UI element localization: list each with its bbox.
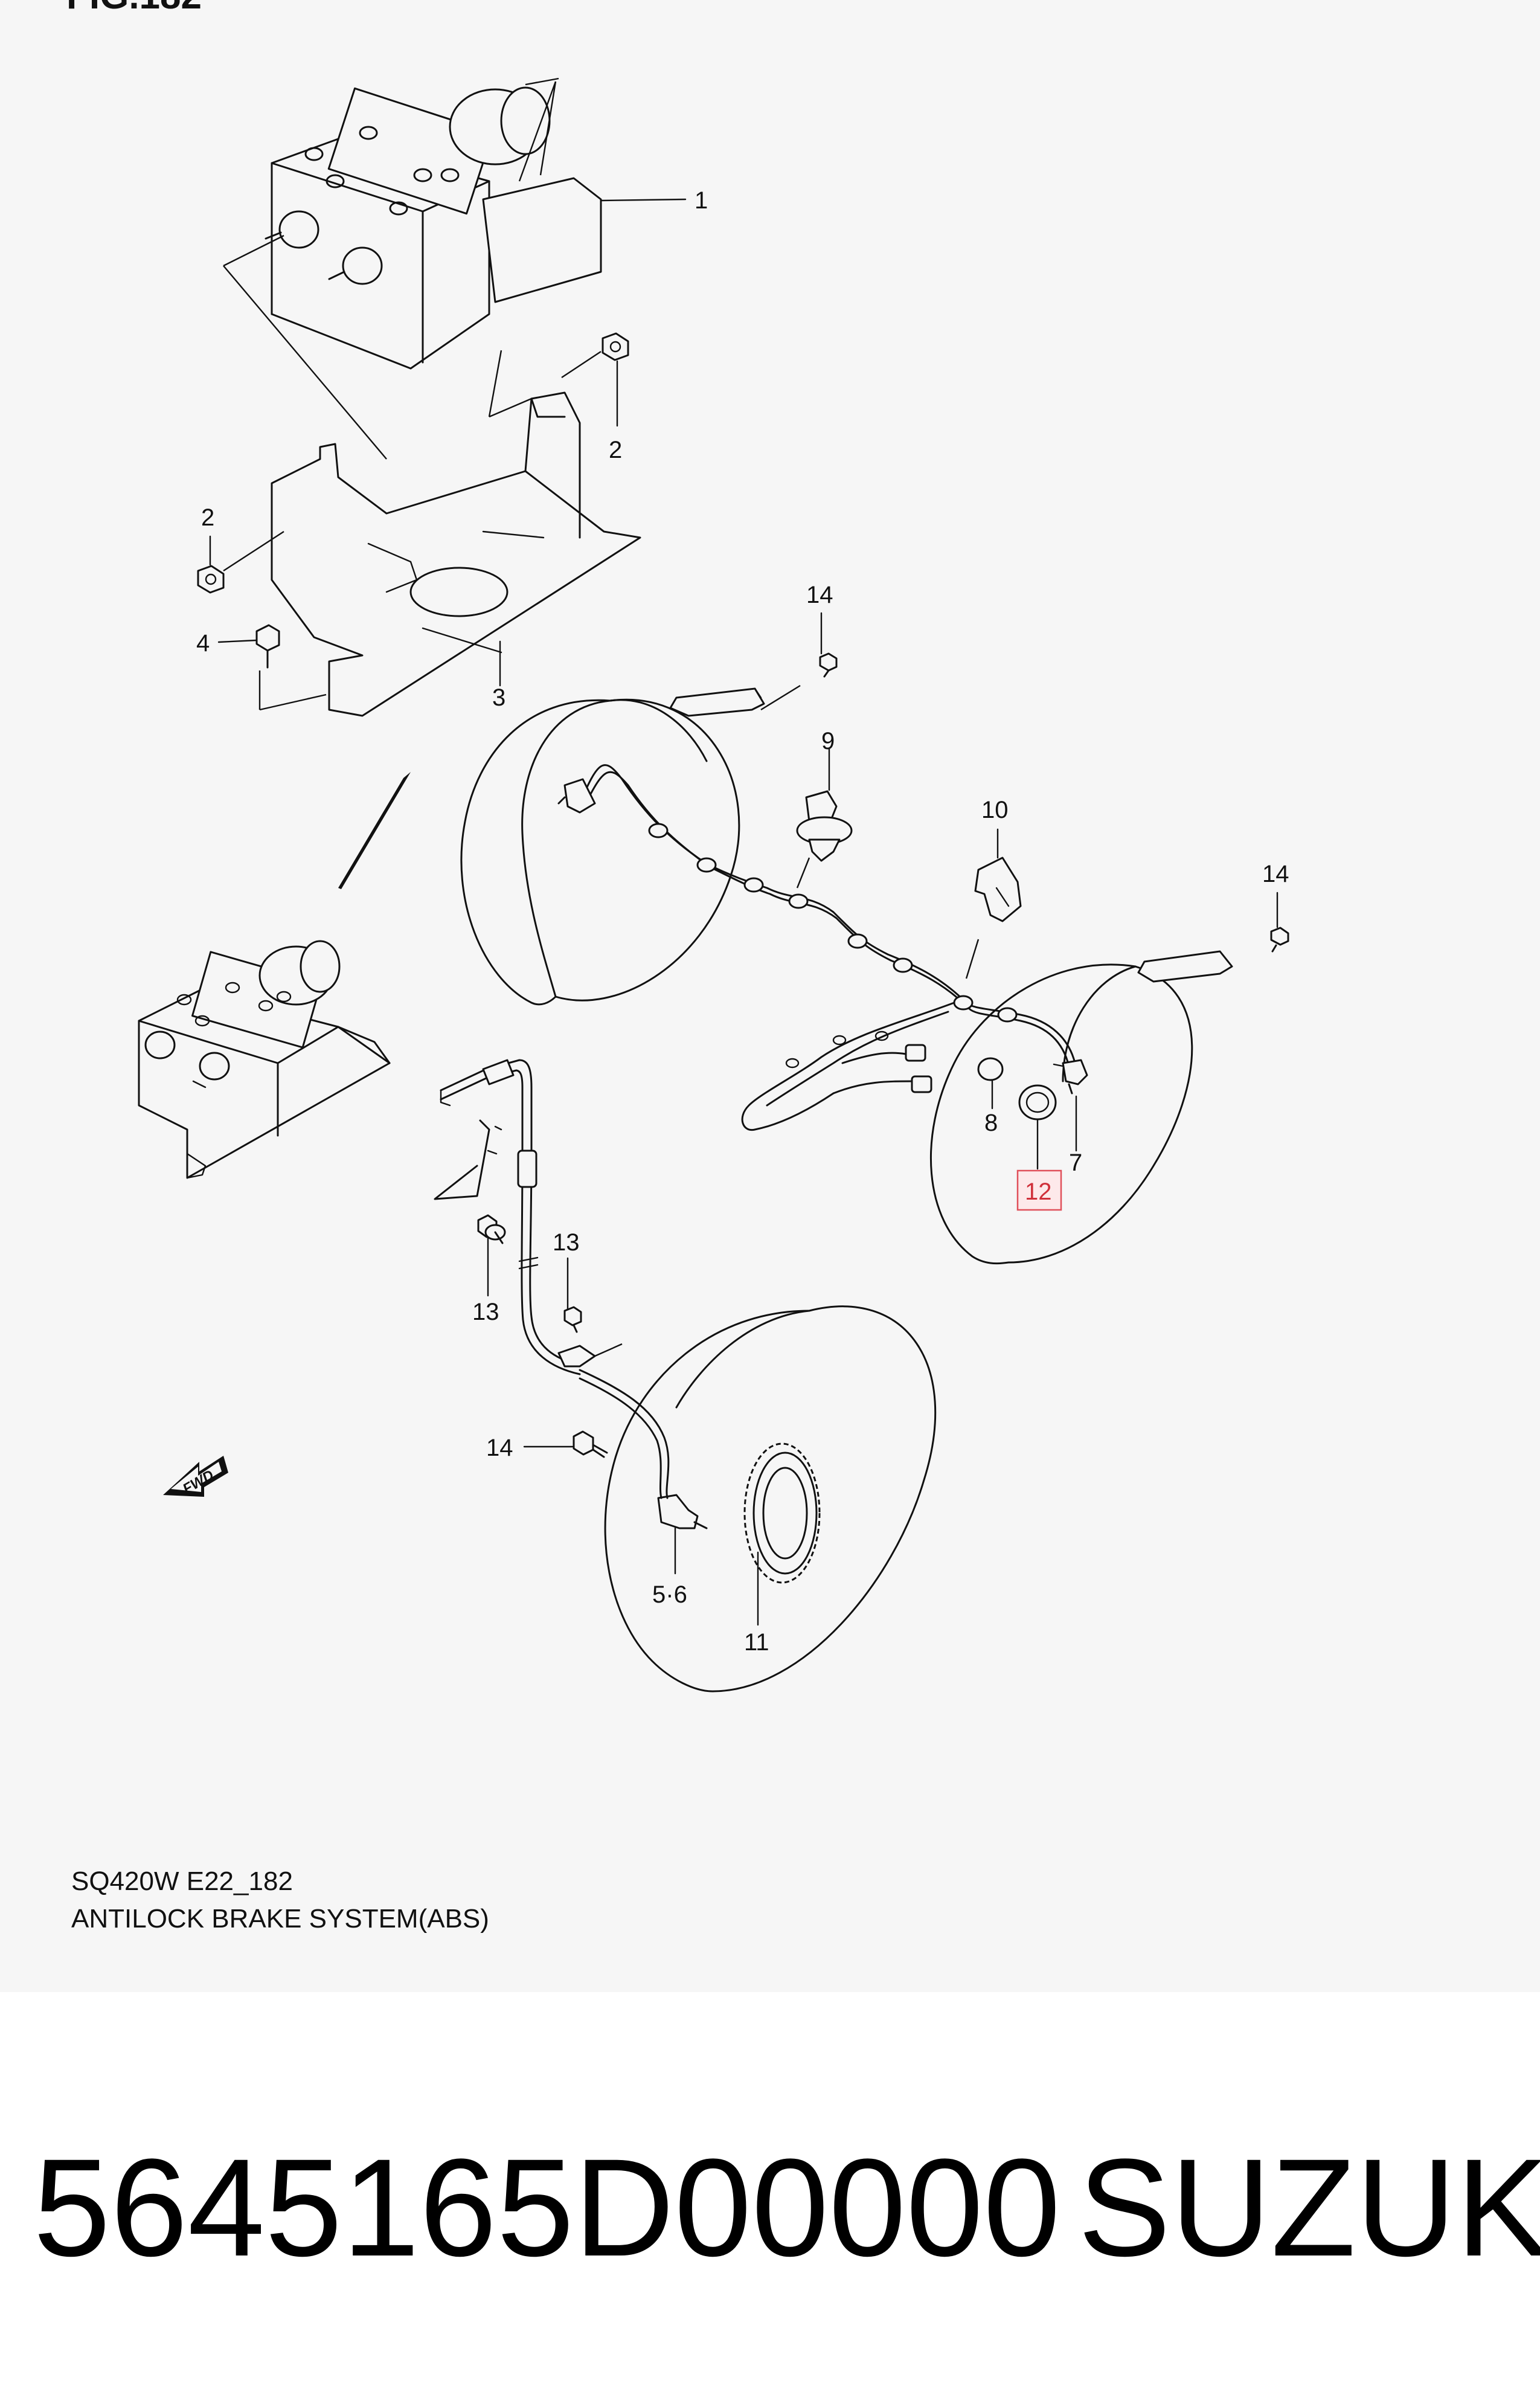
front-brake-hose <box>434 1059 581 1375</box>
abs-unit-assembly-lower <box>138 940 391 1179</box>
callout-13a: 13 <box>472 1299 499 1325</box>
o-ring-8 <box>977 1057 1004 1081</box>
harness-clip-9 <box>796 790 853 889</box>
callout-2a: 2 <box>609 437 622 463</box>
callout-5-6: 5·6 <box>652 1581 687 1608</box>
leader-1 <box>600 198 687 202</box>
leader-4 <box>217 639 258 643</box>
callout-14a: 14 <box>806 582 833 608</box>
abs-hydraulic-unit <box>223 77 602 460</box>
rear-wire-harness <box>557 764 1076 1131</box>
sensor-ring-12 <box>1018 1084 1057 1120</box>
rear-wheel-left <box>460 698 740 1006</box>
nut-2-upper <box>602 332 629 361</box>
highlight-box-12 <box>1016 1169 1062 1211</box>
front-wheel <box>604 1305 937 1693</box>
nut-2-lower <box>197 565 225 594</box>
bolt-14-upper <box>819 652 838 678</box>
front-sensor-cable <box>579 1369 670 1499</box>
diagram-panel: FIG.182 1 <box>66 0 1289 1934</box>
footer <box>0 1992 1540 2392</box>
bolt-14-right <box>1270 927 1289 953</box>
fwd-arrow-icon: FWD <box>163 1456 228 1497</box>
callout-11: 11 <box>744 1629 769 1656</box>
rear-wheel-right <box>930 963 1193 1265</box>
rear-wheel-speed-sensor-right <box>1053 1059 1088 1095</box>
harness-bracket-right <box>1137 950 1233 983</box>
brand-name: SUZUKI <box>1078 2130 1540 2285</box>
separator-stroke <box>338 772 411 889</box>
bolt-4 <box>255 624 280 669</box>
callout-8: 8 <box>984 1110 998 1136</box>
callout-9: 9 <box>821 728 835 754</box>
callout-3: 3 <box>492 684 505 711</box>
abs-bracket <box>258 350 641 717</box>
callout-10: 10 <box>981 797 1009 823</box>
harness-clip-10 <box>965 857 1022 979</box>
callout-14c: 14 <box>486 1435 513 1461</box>
bolt-13-right <box>563 1306 582 1333</box>
bolt-14-lower <box>573 1430 608 1458</box>
callout-2b: 2 <box>201 504 214 531</box>
callout-12-highlighted: 12 <box>1025 1178 1052 1205</box>
front-wheel-speed-sensor <box>557 1343 708 1529</box>
callout-4: 4 <box>196 630 210 657</box>
part-number: 5645165D00000 <box>33 2130 1061 2285</box>
harness-bracket-left <box>669 687 765 717</box>
callout-14b: 14 <box>1262 861 1289 887</box>
callout-7: 7 <box>1069 1149 1082 1176</box>
bolt-13-left <box>477 1214 506 1244</box>
callout-13b: 13 <box>553 1229 580 1256</box>
callout-1: 1 <box>695 187 708 214</box>
figure-title: ANTILOCK BRAKE SYSTEM(ABS) <box>71 1904 489 1934</box>
figure-header: FIG.182 <box>66 0 202 17</box>
figure-code: SQ420W E22_182 <box>71 1866 293 1896</box>
parts-diagram: FIG.182 1 <box>66 0 1289 1693</box>
front-sensor-cable-inner <box>579 1377 663 1499</box>
